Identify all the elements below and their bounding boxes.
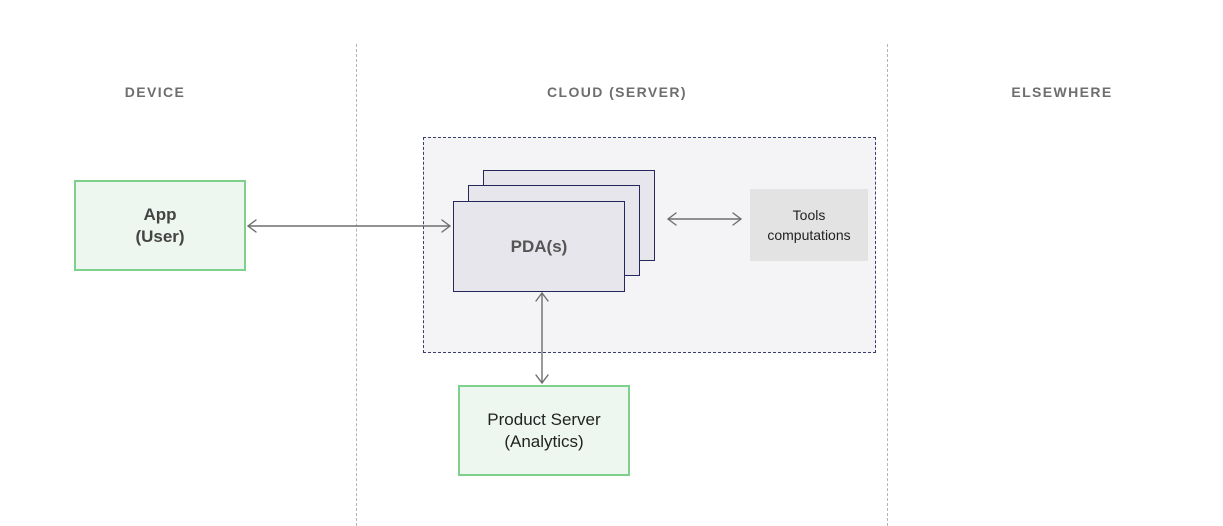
pda-node-label: PDA(s) (510, 236, 568, 256)
product-server-subtitle: (Analytics) (504, 431, 584, 451)
zone-label-device: DEVICE (124, 84, 186, 100)
zone-label-cloud: CLOUD (SERVER) (547, 84, 687, 100)
product-server-title: Product Server (487, 409, 601, 429)
app-node-title: App (143, 204, 177, 224)
tools-node-title: Tools (792, 207, 826, 223)
connector-app-pda (247, 219, 451, 233)
tools-node-subtitle: computations (767, 227, 851, 243)
product-server-node: Product Server (Analytics) (458, 385, 630, 476)
zone-label-elsewhere: ELSEWHERE (1011, 84, 1113, 100)
zone-divider-device-cloud (356, 44, 357, 526)
app-node-subtitle: (User) (135, 226, 185, 246)
zone-divider-cloud-elsewhere (887, 44, 888, 526)
pda-node: PDA(s) (453, 201, 625, 292)
app-user-node: App (User) (74, 180, 246, 271)
tools-computations-node: Tools computations (750, 189, 868, 261)
